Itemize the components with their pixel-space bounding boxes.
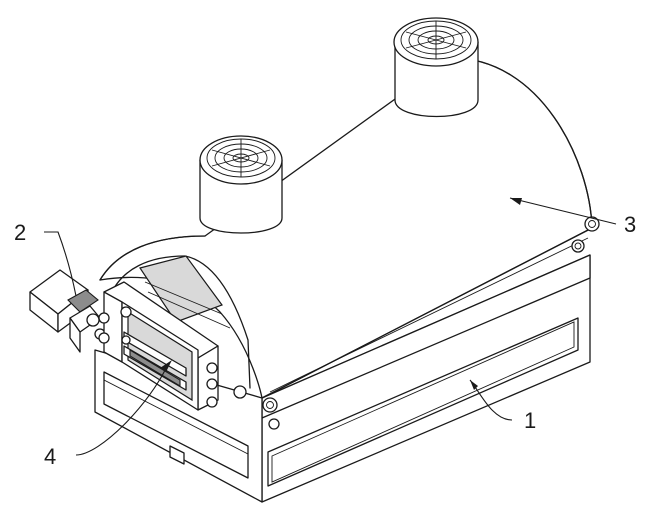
base-front-panel [94, 349, 263, 503]
callout-1: 1 [524, 408, 536, 433]
leader-lines [44, 197, 617, 456]
foot-tab [169, 445, 185, 465]
callout-3: 3 [624, 212, 636, 237]
fan-cylinder-left [199, 135, 283, 234]
base-right-panel [261, 254, 591, 503]
motor-actuator [29, 269, 106, 353]
callout-4: 4 [44, 444, 56, 469]
base-slot [267, 317, 579, 487]
rail-bolts [233, 216, 600, 430]
callout-2: 2 [14, 220, 26, 245]
clamp-frame [98, 281, 219, 411]
fan-cylinder-right [393, 17, 479, 118]
